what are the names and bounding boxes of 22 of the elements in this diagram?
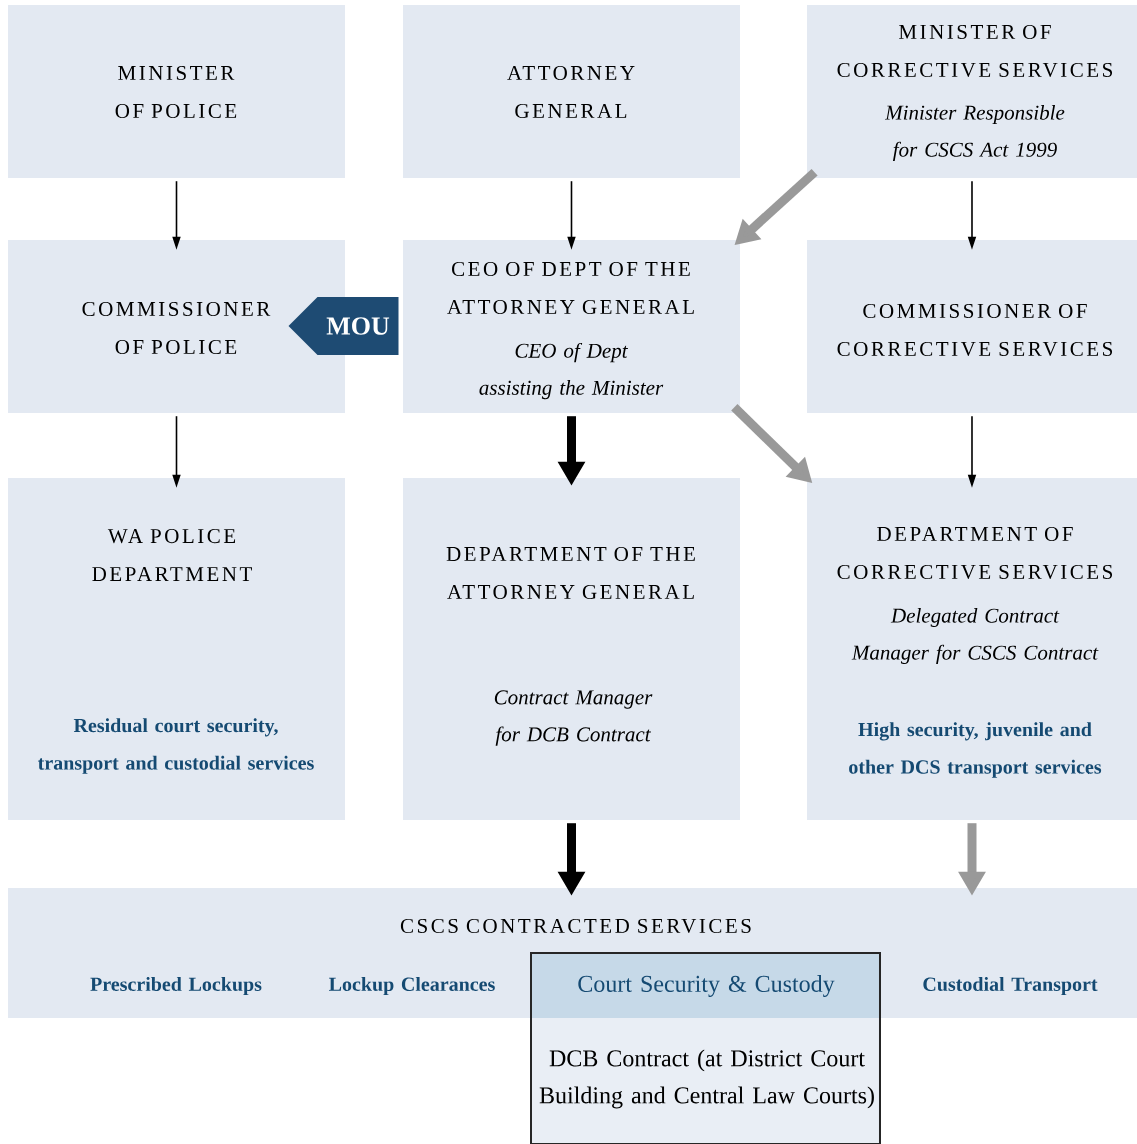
role-text: CEO of Dept assisting the Minister <box>479 342 664 400</box>
heading-text: DEPARTMENT OF CORRECTIVE SERVICES <box>837 526 1112 580</box>
heading-text: COMMISSIONER OF POLICE <box>82 301 271 355</box>
service-text: Lockup Clearances <box>329 976 495 996</box>
role-text: Minister Responsible for CSCS Act 1999 <box>884 105 1065 162</box>
contract-text: DCB Contract (at District Court Building and Central Law Courts) <box>539 1049 874 1109</box>
heading-text: MINISTER OF POLICE <box>115 65 237 119</box>
heading-text: CSCS CONTRACTED SERVICES <box>400 918 751 934</box>
heading-text: ATTORNEY GENERAL <box>507 65 635 119</box>
heading-text: DEPARTMENT OF THE ATTORNEY GENERAL <box>446 546 695 600</box>
service-text: Custodial Transport <box>923 976 1098 996</box>
heading-text: WA POLICE DEPARTMENT <box>92 529 252 581</box>
service-text: Prescribed Lockups <box>90 976 262 996</box>
heading-text: COMMISSIONER OF CORRECTIVE SERVICES <box>837 303 1112 357</box>
mou-arrow-tag: MOU <box>288 297 399 355</box>
heading-text: CEO OF DEPT OF THE ATTORNEY GENERAL <box>447 261 694 315</box>
role-text: Delegated Contract Manager for CSCS Contract <box>851 608 1099 665</box>
service-text: Court Security & Custody <box>578 975 835 997</box>
service-text: High security, juvenile and other DCS transport services <box>849 722 1102 778</box>
role-text: Contract Manager for DCB Contract <box>494 690 653 746</box>
heading-text: MINISTER OF CORRECTIVE SERVICES <box>837 24 1112 78</box>
service-text: Residual court security, transport and custodial services <box>38 718 314 774</box>
